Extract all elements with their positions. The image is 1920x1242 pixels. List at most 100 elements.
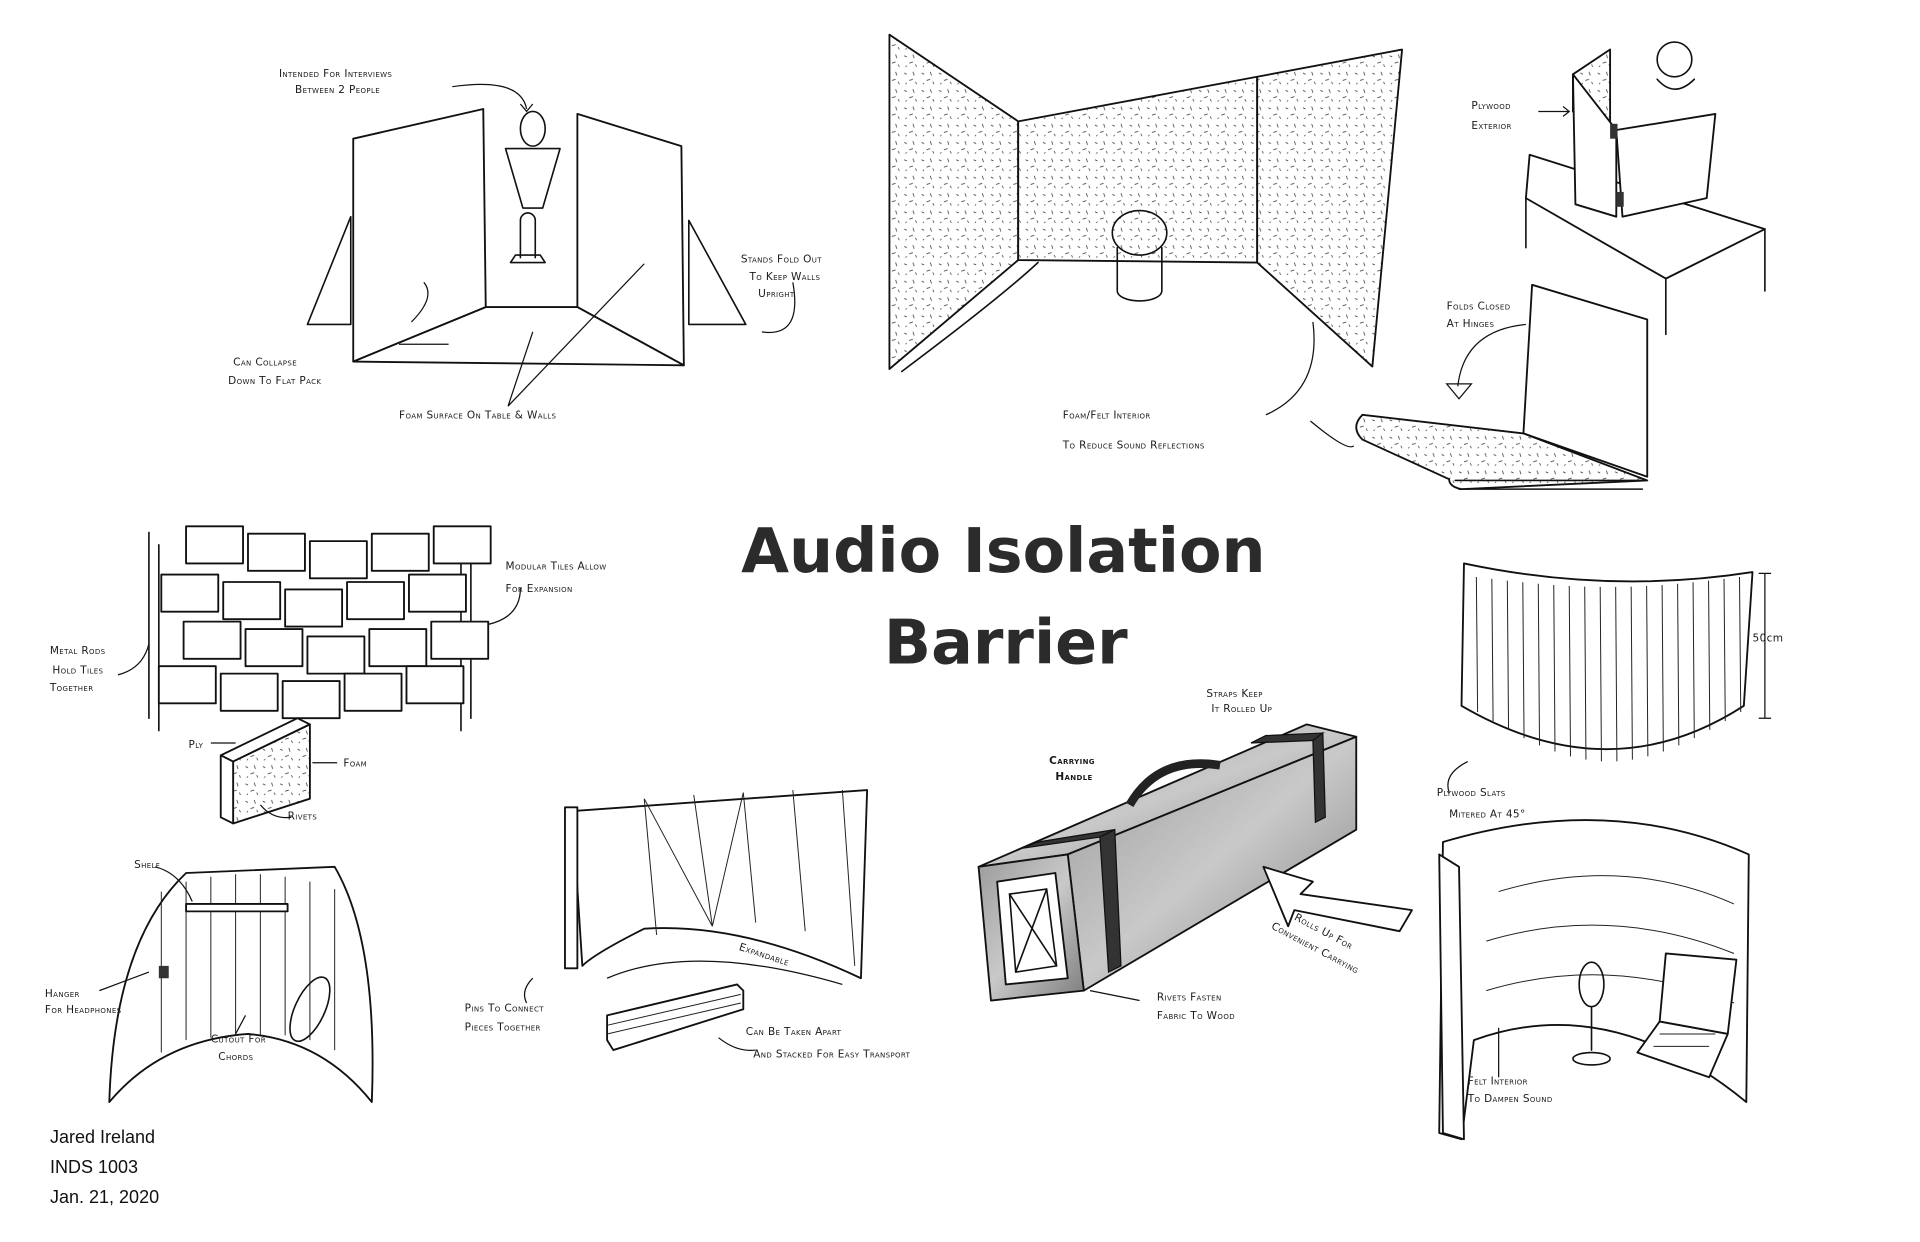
- slat-line: [1475, 577, 1479, 713]
- slat-line: [1692, 582, 1695, 739]
- tile: [247, 532, 306, 572]
- annotation-folds-closed: Folds Closed At Hinges: [1447, 301, 1511, 330]
- annotation-straps: Straps Keep It Rolled Up: [1206, 688, 1272, 715]
- svg-text:Carrying: Carrying: [1049, 755, 1095, 767]
- svg-text:Upright: Upright: [758, 288, 795, 300]
- tile: [182, 620, 242, 660]
- slat-line: [1739, 577, 1742, 713]
- svg-text:And Stacked For Easy Transport: And Stacked For Easy Transport: [753, 1048, 910, 1060]
- svg-text:To Keep Walls: To Keep Walls: [748, 271, 820, 283]
- modular-tiles-sketch: [117, 525, 522, 732]
- svg-text:Between 2 People: Between 2 People: [295, 84, 380, 96]
- svg-text:At Hinges: At Hinges: [1447, 318, 1495, 330]
- author-name: Jared Ireland: [50, 1127, 156, 1147]
- slat-line: [1599, 586, 1602, 762]
- slat-line: [1723, 578, 1726, 722]
- slat-line: [1568, 585, 1571, 757]
- annotation-plywood-exterior: Plywood Exterior: [1471, 100, 1511, 132]
- slat-line: [1661, 584, 1664, 752]
- slat-line: [1491, 578, 1494, 722]
- annotation-foam-surface: Foam Surface On Table & Walls: [399, 410, 556, 422]
- slat-line: [1630, 586, 1633, 760]
- svg-text:Felt Interior: Felt Interior: [1468, 1076, 1528, 1088]
- annotation-pins: Pins To Connect Pieces Together: [465, 1003, 545, 1034]
- tile: [281, 680, 341, 720]
- tile: [284, 588, 344, 628]
- svg-text:Modular Tiles Allow: Modular Tiles Allow: [506, 561, 607, 573]
- slat-line: [1584, 586, 1587, 760]
- svg-text:Exterior: Exterior: [1471, 120, 1511, 132]
- svg-text:It Rolled Up: It Rolled Up: [1211, 703, 1272, 715]
- tile: [219, 672, 279, 712]
- svg-text:Handle: Handle: [1055, 771, 1092, 783]
- svg-text:Cutout For: Cutout For: [211, 1034, 266, 1046]
- tile: [306, 635, 366, 675]
- svg-text:Metal Rods: Metal Rods: [50, 645, 106, 657]
- tile: [244, 628, 304, 668]
- svg-text:Pieces Together: Pieces Together: [465, 1021, 541, 1033]
- slat-line: [1522, 582, 1525, 739]
- annotation-foam-felt: Foam/Felt Interior To Reduce Sound Refle…: [1062, 410, 1205, 452]
- recording-booth-sketch: [1438, 819, 1750, 1141]
- slatted-barrier-sketch: [1447, 562, 1772, 793]
- tile: [408, 573, 467, 613]
- interview-booth-sketch: [306, 83, 796, 407]
- course-code: INDS 1003: [50, 1157, 139, 1177]
- tile: [308, 540, 368, 580]
- tile: [370, 532, 430, 572]
- tile: [430, 620, 490, 660]
- plywood-box-sketch: [1524, 41, 1766, 336]
- svg-text:Folds Closed: Folds Closed: [1447, 301, 1511, 313]
- tile: [405, 665, 465, 705]
- svg-text:To Reduce Sound Reflections: To Reduce Sound Reflections: [1062, 439, 1205, 451]
- date: Jan. 21, 2020: [50, 1187, 160, 1207]
- slat-line: [1646, 585, 1649, 757]
- tile: [346, 581, 405, 621]
- svg-text:Straps Keep: Straps Keep: [1206, 688, 1262, 700]
- title-line-2: Barrier: [884, 607, 1128, 679]
- tile-detail-sketch: [210, 717, 338, 825]
- slat-line: [1615, 586, 1618, 762]
- slat-line: [1506, 580, 1510, 730]
- annotation-cutout: Cutout For Chords: [211, 1034, 266, 1063]
- slat-line: [1677, 583, 1680, 746]
- svg-text:Together: Together: [49, 682, 94, 694]
- shelf-booth-sketch: [99, 865, 374, 1104]
- svg-text:Plywood: Plywood: [1471, 100, 1511, 112]
- carrying-case-sketch: [977, 723, 1413, 1002]
- annotation-height: 50cm: [1753, 632, 1784, 644]
- svg-text:Hold Tiles: Hold Tiles: [52, 665, 103, 677]
- annotation-plywood-slats: Plywood Slats Mitered At 45°: [1437, 787, 1526, 820]
- annotation-felt-interior: Felt Interior To Dampen Sound: [1467, 1076, 1553, 1105]
- slat-line: [1553, 584, 1556, 752]
- svg-text:Down To Flat Pack: Down To Flat Pack: [228, 375, 321, 387]
- svg-text:Pins To Connect: Pins To Connect: [465, 1003, 545, 1015]
- annotation-stands: Stands Fold Out To Keep Walls Upright: [741, 254, 822, 301]
- tile: [185, 525, 244, 565]
- annotation-rivets: Rivets: [288, 811, 318, 823]
- svg-text:Stands Fold Out: Stands Fold Out: [741, 254, 822, 266]
- svg-text:Foam/Felt Interior: Foam/Felt Interior: [1063, 410, 1151, 422]
- tile: [157, 665, 217, 705]
- annotation-metal-rods: Metal Rods Hold Tiles Together: [49, 645, 106, 694]
- annotation-taken-apart: Can Be Taken Apart And Stacked For Easy …: [746, 1026, 911, 1060]
- tile: [432, 525, 492, 565]
- annotation-rivets-fasten: Rivets Fasten Fabric To Wood: [1157, 992, 1235, 1023]
- svg-text:Intended For Interviews: Intended For Interviews: [279, 68, 392, 80]
- annotation-ply: Ply: [189, 739, 204, 751]
- annotation-handle: Carrying Handle: [1049, 755, 1095, 783]
- svg-text:Chords: Chords: [218, 1051, 253, 1063]
- svg-text:Can Be Taken Apart: Can Be Taken Apart: [746, 1026, 842, 1038]
- folding-panel-sketch: [1355, 283, 1649, 491]
- foam-wall-sketch: [888, 33, 1403, 448]
- annotation-shelf: Shelf: [134, 859, 160, 871]
- slat-line: [1708, 580, 1711, 730]
- svg-text:Plywood Slats: Plywood Slats: [1437, 787, 1506, 799]
- annotation-foam: Foam: [343, 757, 367, 769]
- annotation-collapse: Can Collapse Down To Flat Pack: [228, 356, 321, 387]
- tile: [343, 672, 403, 712]
- annotation-interviews: Intended For Interviews Between 2 People: [279, 68, 392, 96]
- svg-text:Fabric To Wood: Fabric To Wood: [1157, 1010, 1235, 1022]
- expandable-panel-sketch: [523, 789, 869, 1052]
